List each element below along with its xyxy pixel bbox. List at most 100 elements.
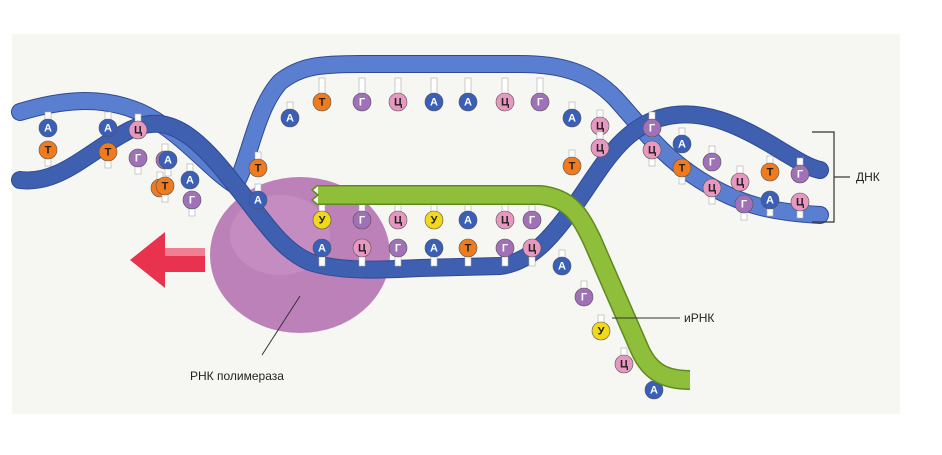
nucleotide-ball (672, 134, 692, 154)
nucleotide-ball (522, 238, 542, 258)
nucleotide-letter: Т (767, 167, 774, 179)
nucleotide: Г (182, 190, 202, 217)
nucleotide-letter: Т (319, 97, 326, 109)
nucleotide: А (312, 238, 332, 267)
nucleotide-ball (790, 192, 810, 212)
nucleotide-stem (430, 77, 438, 95)
nucleotide-stem (394, 255, 402, 267)
nucleotide: Ц (642, 140, 662, 167)
nucleotides: ААЦГАТТТГАТГТГЦААЦГАЦГАТГЦАТААЦТЦГАГЦТГЦ… (38, 77, 810, 400)
nucleotide-ball (730, 172, 750, 192)
nucleotide-stem (394, 77, 402, 95)
nucleotide-ball (248, 190, 268, 210)
nucleotide-letter: Ц (596, 143, 604, 155)
nucleotide-letter: У (319, 215, 326, 227)
dna-double-helix (11, 55, 829, 279)
nucleotide-ball (352, 238, 372, 258)
nucleotide-ball (98, 118, 118, 138)
nucleotide: Ц (522, 238, 542, 267)
nucleotide: У (424, 201, 444, 230)
nucleotide-letter: У (598, 326, 605, 338)
direction-arrow-icon (130, 232, 205, 288)
nucleotide-letter: А (650, 385, 658, 397)
nucleotide: Ц (614, 347, 634, 374)
nucleotide-ball (574, 287, 594, 307)
nucleotide-letter: Ц (501, 97, 509, 109)
nucleotide-ball (424, 92, 444, 112)
nucleotide-letter: Т (162, 181, 169, 193)
nucleotide: А (760, 190, 780, 217)
nucleotide-stem (318, 77, 326, 95)
nucleotide-letter: Ц (358, 243, 366, 255)
nucleotide-ball (388, 92, 408, 112)
nucleotide-ball (562, 156, 582, 176)
nucleotide-letter: Т (465, 243, 472, 255)
nucleotide-letter: Т (105, 147, 112, 159)
nucleotide-ball (495, 238, 515, 258)
nucleotide-letter: Г (135, 153, 142, 165)
nucleotide-letter: А (464, 215, 472, 227)
nucleotide-ball (98, 142, 118, 162)
nucleotide: А (458, 77, 478, 112)
nucleotide-letter: Т (255, 163, 262, 175)
nucleotide-stem (501, 255, 509, 267)
nucleotide-ball (248, 158, 268, 178)
nucleotide: А (180, 163, 200, 190)
nucleotide-letter: А (766, 195, 774, 207)
diagram-background (12, 34, 900, 414)
nucleotide-ball (552, 256, 572, 276)
nucleotide-letter: Ц (648, 145, 656, 157)
nucleotide-letter: А (44, 123, 52, 135)
nucleotide: Т (38, 140, 58, 167)
nucleotide-ball (352, 210, 372, 230)
nucleotide-ball (158, 150, 178, 170)
nucleotide: Т (98, 142, 118, 169)
nucleotide: Ц (590, 109, 610, 136)
nucleotide-ball (495, 210, 515, 230)
nucleotide: Г (495, 238, 515, 267)
nucleotide-ball (388, 238, 408, 258)
nucleotide-ball (182, 190, 202, 210)
nucleotide-letter: Г (359, 97, 366, 109)
nucleotide-letter: У (431, 215, 438, 227)
nucleotide-letter: Г (529, 215, 536, 227)
nucleotide-letter: Ц (134, 125, 142, 137)
nucleotide-letter: Г (741, 199, 748, 211)
nucleotide: Ц (702, 178, 722, 205)
nucleotide-ball (642, 140, 662, 160)
nucleotide-stem (430, 255, 438, 267)
nucleotide-ball (128, 120, 148, 140)
nucleotide-ball (790, 164, 810, 184)
nucleotide-ball (424, 238, 444, 258)
nucleotide: Т (562, 149, 582, 176)
nucleotide: Т (760, 155, 780, 182)
nucleotide-letter: А (254, 195, 262, 207)
nucleotide-ball (702, 178, 722, 198)
dna-bottom-strand (12, 106, 828, 278)
nucleotide-ball (38, 118, 58, 138)
nucleotide-letter: Ц (620, 359, 628, 371)
nucleotide-stem (536, 77, 544, 95)
nucleotide-ball (760, 190, 780, 210)
nucleotide-ball (530, 92, 550, 112)
nucleotide: Ц (128, 113, 148, 140)
nucleotide-stem (528, 255, 536, 267)
nucleotide: А (562, 101, 582, 128)
nucleotide-ball (128, 148, 148, 168)
nucleotide-ball (388, 210, 408, 230)
nucleotide-letter: А (318, 243, 326, 255)
nucleotide-letter: А (286, 113, 294, 125)
polymerase-leader-line (261, 295, 301, 356)
nucleotide: Ц (495, 77, 515, 112)
nucleotide-letter: Г (581, 292, 588, 304)
nucleotide-ball (522, 210, 542, 230)
nucleotide: А (158, 150, 178, 177)
nucleotide: Ц (790, 192, 810, 219)
nucleotide: Г (388, 238, 408, 267)
nucleotide-ball (495, 92, 515, 112)
nucleotide-letter: Г (395, 243, 402, 255)
nucleotide: Ц (352, 238, 372, 267)
nucleotide-letter: Ц (796, 197, 804, 209)
nucleotide: Г (642, 111, 662, 138)
